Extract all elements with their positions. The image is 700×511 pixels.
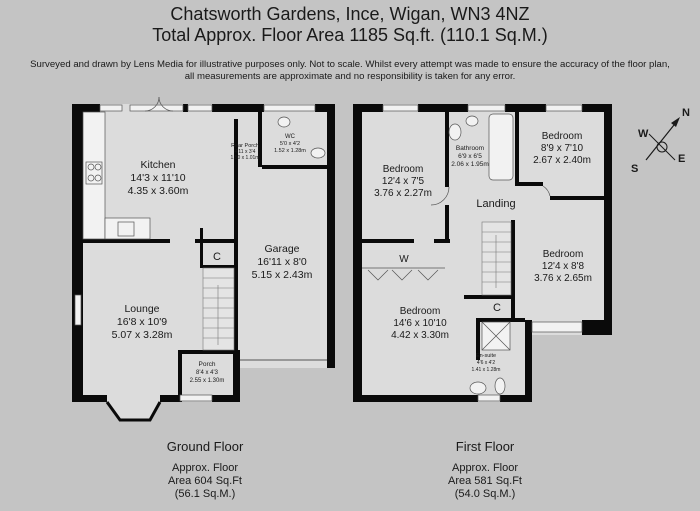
bedroom-right-dim-metric: 3.76 x 2.65m (534, 273, 592, 284)
disclaimer-line-1: Surveyed and drawn by Lens Media for ill… (30, 59, 670, 70)
bedroom-right-label: Bedroom (543, 249, 584, 260)
first-floor-area-line-1: Approx. Floor (451, 462, 519, 474)
kitchen-dim-imperial: 14'3 x 11'10 (130, 172, 185, 184)
kitchen-label: Kitchen (140, 159, 175, 171)
compass-arrow-icon (671, 117, 680, 127)
lounge-dim-metric: 5.07 x 3.28m (112, 329, 173, 341)
lounge-label: Lounge (124, 303, 159, 315)
lounge-dim-imperial: 16'8 x 10'9 (117, 316, 167, 328)
plan-title: Chatsworth Gardens, Ince, Wigan, WN3 4NZ (170, 4, 530, 24)
en-suite-label: En-suite (476, 353, 496, 359)
ground-floor-area-line-3: (56.1 Sq.M.) (174, 488, 236, 500)
first-floor-stairs (481, 221, 512, 296)
ground-floor-walls (72, 104, 335, 402)
rear-porch-label: Rear Porch (231, 143, 259, 149)
compass-needle (645, 119, 679, 161)
ground-floor-stairs (202, 267, 235, 351)
bedroom-main-dim-metric: 4.42 x 3.30m (391, 330, 449, 341)
french-doors (144, 96, 174, 112)
wc-label: WC (285, 134, 296, 140)
bedroom-front-left-dim-metric: 3.76 x 2.27m (374, 188, 432, 199)
ground-floor-area-line-2: Area 604 Sq.Ft (168, 475, 242, 487)
bathroom-fixtures (448, 113, 514, 181)
garage-dim-metric: 5.15 x 2.43m (252, 269, 313, 281)
rear-porch-dim-metric: 1.50 x 1.01m (231, 155, 260, 161)
compass-cross (648, 133, 676, 161)
compass-s-label: S (631, 163, 638, 175)
compass-rose: N E S W (631, 107, 690, 175)
porch-dim-imperial: 8'4 x 4'3 (196, 370, 219, 376)
compass-ring (656, 141, 668, 153)
landing-door-swings (430, 185, 551, 206)
bedroom-main-dim-imperial: 14'6 x 10'10 (393, 318, 447, 329)
first-floor-caption: First Floor Approx. Floor Area 581 Sq.Ft… (405, 439, 565, 501)
bedroom-front-left-label: Bedroom (383, 164, 424, 175)
total-area-subtitle: Total Approx. Floor Area 1185 Sq.ft. (11… (152, 25, 548, 45)
ground-floor-area (72, 104, 335, 402)
first-floor-windows (382, 104, 583, 402)
first-floor-label: First Floor (455, 439, 515, 454)
compass-e-label: E (678, 153, 685, 165)
bedroom-small-dim-metric: 2.67 x 2.40m (533, 155, 591, 166)
garage-dim-imperial: 16'11 x 8'0 (257, 256, 307, 268)
bedroom-small-dim-imperial: 8'9 x 7'10 (541, 143, 584, 154)
compass-w-label: W (638, 128, 649, 140)
bay-window (105, 401, 162, 422)
ground-floor-area-line-1: Approx. Floor (171, 462, 239, 474)
wc-dim-metric: 1.52 x 1.28m (274, 148, 306, 154)
garage-label: Garage (264, 243, 299, 255)
bathroom-dim-imperial: 6'9 x 6'5 (458, 153, 482, 160)
ground-floor-caption: Ground Floor Approx. Floor Area 604 Sq.F… (125, 439, 285, 501)
ground-floor-plan: Kitchen 14'3 x 11'10 4.35 x 3.60m Rear P… (72, 96, 335, 422)
wc-dim-imperial: 5'0 x 4'2 (280, 141, 300, 147)
bathroom-label: Bathroom (456, 145, 484, 152)
hob-rings (87, 163, 102, 182)
porch-dim-metric: 2.55 x 1.30m (190, 378, 225, 384)
bathroom-dim-metric: 2.06 x 1.95m (451, 161, 489, 168)
kitchen-dim-metric: 4.35 x 3.60m (128, 185, 189, 197)
kitchen-worktops (82, 111, 151, 240)
wardrobe-label: W (399, 254, 409, 265)
wardrobe-doors (362, 267, 445, 281)
en-suite-fixtures (469, 321, 511, 395)
landing-label: Landing (476, 198, 515, 210)
bedroom-front-left-dim-imperial: 12'4 x 7'5 (382, 176, 425, 187)
ground-cupboard-label: C (213, 251, 221, 263)
bedroom-main-label: Bedroom (400, 306, 441, 317)
ground-floor-label: Ground Floor (166, 439, 244, 454)
compass-n-label: N (682, 107, 690, 119)
disclaimer-line-2: all measurements are approximate and no … (184, 71, 516, 82)
ground-floor-windows (74, 104, 316, 402)
first-cupboard-label: C (493, 302, 501, 314)
first-floor-area-line-2: Area 581 Sq.Ft (448, 475, 522, 487)
bedroom-right-dim-imperial: 12'4 x 8'8 (542, 261, 585, 272)
first-floor-walls (353, 104, 612, 402)
en-suite-dim-imperial: 4'6 x 4'2 (477, 360, 496, 366)
first-floor-plan: Bedroom 12'4 x 7'5 3.76 x 2.27m Bathroom… (353, 104, 612, 402)
en-suite-dim-metric: 1.41 x 1.28m (472, 367, 501, 373)
first-floor-area-line-3: (54.0 Sq.M.) (454, 488, 516, 500)
wc-fixtures (277, 116, 326, 159)
rear-porch-dim-imperial: 4'11 x 3'4 (235, 149, 256, 155)
porch-label: Porch (199, 361, 216, 368)
bedroom-small-label: Bedroom (542, 131, 583, 142)
